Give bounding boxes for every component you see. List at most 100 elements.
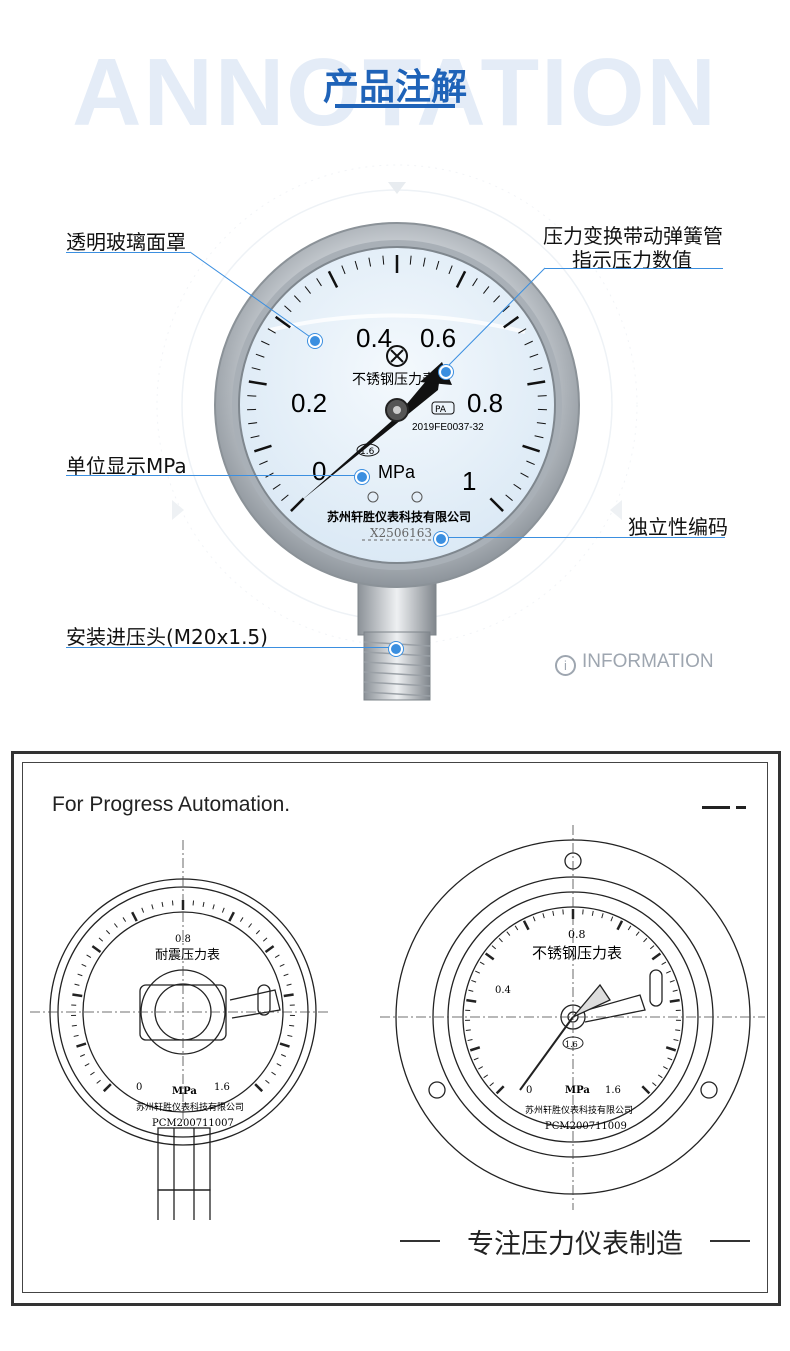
scale-tick (491, 945, 497, 950)
scale-tick (279, 1042, 290, 1048)
info-icon: i (555, 655, 576, 676)
scale-tick (316, 278, 322, 287)
scale-tick (368, 257, 372, 267)
dial-serial: X2506163 (370, 526, 432, 540)
scale-tick (468, 989, 474, 992)
scale-tick (409, 255, 412, 265)
scale-tick (532, 916, 536, 922)
scale-tick (661, 961, 667, 965)
scale-tick (283, 993, 294, 998)
scale-tick (506, 931, 511, 936)
right-dial-manufacturer: 苏州轩胜仪表科技有限公司 (525, 1104, 633, 1116)
scale-tick (643, 937, 648, 943)
scale-tick (552, 910, 555, 916)
scale-tick (669, 998, 680, 1003)
scale-tick (601, 913, 604, 919)
scale-tick (673, 1038, 679, 1042)
scale-tick (113, 923, 118, 928)
scale-tick (293, 295, 301, 303)
right-dial-tick: 0.4 (495, 985, 511, 996)
scale-tick (483, 1074, 489, 1079)
scale-tick (77, 973, 83, 977)
scale-tick (265, 1079, 270, 1084)
scale-tick (274, 954, 280, 958)
scale-tick (90, 1071, 95, 1076)
scale-tick (467, 1038, 473, 1042)
callout-line (545, 268, 723, 269)
scale-tick (448, 265, 453, 275)
scale-tick (533, 367, 543, 371)
scale-tick (251, 367, 261, 371)
callout-unit-display: 单位显示MPa (66, 454, 187, 478)
scale-tick (616, 920, 624, 931)
dial-tick-label: 1 (462, 466, 476, 496)
scale-tick (675, 1029, 681, 1032)
scale-tick (141, 907, 145, 913)
dial-tick-label: 0.8 (467, 388, 503, 418)
scale-tick (665, 970, 671, 974)
scale-tick (272, 483, 281, 490)
scale-tick (524, 340, 533, 346)
scale-tick (274, 315, 291, 329)
left-dial-tick: 0 (136, 1082, 142, 1093)
scale-tick (652, 1082, 657, 1087)
scale-tick (663, 1066, 668, 1070)
scale-tick (672, 989, 678, 992)
right-dial-serial: PCM200711009 (545, 1121, 627, 1132)
scale-tick (228, 911, 235, 922)
dial-tick-label: 0 (312, 456, 326, 486)
scale-tick (254, 1083, 264, 1093)
technical-drawings: 0.8 耐震压力表 0 1.6 MPa 苏州轩胜仪表科技有限公司 PCM2007… (30, 825, 765, 1220)
scale-tick (248, 422, 258, 425)
scale-tick (304, 286, 311, 294)
callout-dot (308, 334, 322, 348)
scale-tick (498, 937, 503, 943)
scale-tick (271, 1071, 276, 1076)
scale-tick (212, 904, 215, 910)
scale-tick (627, 925, 632, 931)
scale-tick (151, 904, 154, 910)
scale-tick (473, 1057, 479, 1061)
pressure-gauge-photo: 0.4 0.6 0.2 0.8 0 1 不锈钢压力表 PA 2019FE0037… (156, 164, 638, 701)
scale-tick (455, 270, 467, 288)
scale-tick (250, 435, 260, 439)
scale-tick (495, 1085, 505, 1095)
scale-tick (493, 295, 501, 303)
scale-tick (71, 1024, 77, 1027)
callout-glass-cover: 透明玻璃面罩 (66, 230, 186, 254)
scale-tick (484, 952, 495, 961)
slogan-rule-left (400, 1240, 440, 1242)
dial-tick-label: 0.4 (356, 323, 392, 353)
scale-tick (286, 983, 292, 986)
scale-tick (131, 911, 138, 922)
callout-independent-code: 独立性编码 (628, 515, 728, 539)
scale-tick (98, 937, 104, 942)
scale-tick (239, 917, 244, 922)
scale-tick (489, 1082, 494, 1087)
scale-tick (657, 1074, 663, 1079)
dial-cert-mark: PA (435, 405, 447, 415)
right-dial-name: 不锈钢压力表 (532, 944, 622, 962)
dial-cert-number: 2019FE0037-32 (412, 422, 484, 433)
dial-manufacturer: 苏州轩胜仪表科技有限公司 (327, 509, 471, 524)
callout-dot (355, 470, 369, 484)
scale-tick (665, 1046, 677, 1052)
scale-tick (102, 1083, 112, 1093)
scale-tick (534, 435, 544, 439)
scale-tick (520, 472, 529, 478)
scale-tick (649, 945, 655, 950)
scale-tick (472, 278, 478, 287)
scale-tick (526, 460, 535, 466)
scale-tick (73, 1034, 79, 1037)
scale-tick (483, 286, 490, 294)
callout-dot (389, 642, 403, 656)
callout-line (440, 537, 725, 538)
scale-tick (382, 255, 385, 265)
scale-tick (81, 963, 87, 967)
scale-tick (610, 916, 614, 922)
scale-tick (354, 260, 359, 270)
scale-tick (327, 270, 339, 288)
left-dial-tick: 0.8 (175, 934, 191, 945)
callout-line (66, 475, 358, 476)
scale-tick (514, 925, 519, 931)
